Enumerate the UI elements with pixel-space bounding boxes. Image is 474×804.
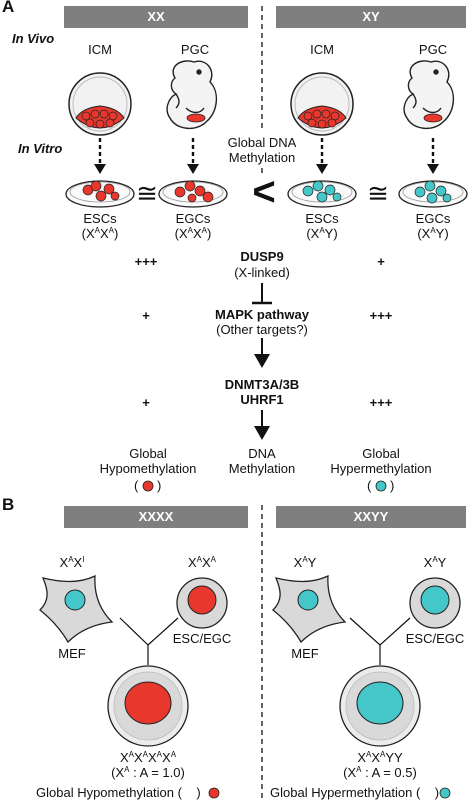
level-left-dusp9: +++: [134, 254, 158, 269]
genotype-egc-xy: (XAY): [417, 226, 449, 241]
outcome-b-left: Global Hypomethylation ( ): [36, 785, 201, 800]
level-right-mapk: +++: [369, 308, 393, 323]
mef-right-label: MEF: [291, 646, 319, 661]
mef-left-label: MEF: [58, 646, 86, 661]
pgc-left-label: PGC: [180, 42, 210, 57]
outcome-left-line2: Hypomethylation: [99, 461, 197, 476]
genotype-egc-xx: (XAXA): [174, 226, 212, 241]
pathway-dnmt: DNMT3A/3B: [224, 377, 300, 392]
fusion-lines-left: [119, 617, 179, 665]
level-left-dnmt: +: [142, 395, 150, 410]
red-dot-icon: [142, 480, 154, 492]
level-right-dusp9: +: [377, 254, 385, 269]
less-than-symbol: <: [252, 170, 276, 214]
cell-label-esc-xx: ESCs: [83, 211, 117, 226]
outcome-right-paren-open: (: [367, 478, 372, 493]
outcome-right-line2: Hypermethylation: [330, 461, 432, 476]
pathway-dusp9: DUSP9: [240, 249, 284, 264]
cyan-dot-b-icon: [439, 787, 451, 799]
mef-left-genotype: XAXI: [59, 555, 85, 570]
icm-right-label: ICM: [310, 42, 334, 57]
esc-right-label: ESC/EGC: [405, 631, 465, 646]
outcome-left-line1: Global: [129, 446, 167, 461]
mef-right-cell-icon: [272, 574, 347, 644]
level-left-mapk: +: [142, 308, 150, 323]
hybrid-right-cell-icon: [339, 665, 421, 747]
esc-left-genotype: XAXA: [187, 555, 217, 570]
hybrid-right-genotype: XAXAYY: [357, 750, 403, 765]
outcome-left-paren-open: (: [134, 478, 139, 493]
dish-esc-xy-icon: [287, 180, 357, 208]
outcome-right-paren-close: ): [390, 478, 395, 493]
level-right-dnmt: +++: [369, 395, 393, 410]
pgc-right-label: PGC: [418, 42, 448, 57]
arrow-dnmt-to-dna: [254, 410, 270, 440]
global-dna-methylation-line1: Global DNA: [227, 135, 297, 150]
outcome-b-right: Global Hypermethylation ( ): [270, 785, 440, 800]
header-xx: XX: [64, 6, 248, 28]
approx-symbol-left: ≅: [136, 178, 158, 208]
mef-left-cell-icon: [39, 574, 114, 644]
hybrid-right-ratio: (XA : A = 0.5): [343, 765, 417, 780]
pathway-dusp9-sub: (X-linked): [234, 265, 290, 280]
header-xxyy: XXYY: [276, 506, 466, 528]
dish-egc-xx-icon: [158, 180, 228, 208]
fusion-lines-right: [349, 617, 411, 665]
dish-egc-xy-icon: [398, 180, 468, 208]
pathway-dna-line2: Methylation: [228, 461, 296, 476]
esc-right-cell-icon: [409, 577, 461, 629]
header-xy: XY: [276, 6, 466, 28]
icm-left-label: ICM: [88, 42, 112, 57]
outcome-left-paren-close: ): [157, 478, 162, 493]
hybrid-left-ratio: (XA : A = 1.0): [111, 765, 185, 780]
cell-label-egc-xy: EGCs: [415, 211, 451, 226]
esc-left-cell-icon: [176, 577, 228, 629]
row-label-in-vivo: In Vivo: [12, 31, 55, 46]
pathway-mapk-sub: (Other targets?): [216, 322, 308, 337]
header-xxxx: XXXX: [64, 506, 248, 528]
icm-right-icon: [290, 72, 354, 136]
esc-right-genotype: XAY: [423, 555, 447, 570]
pathway-dna-line1: DNA: [248, 446, 276, 461]
genotype-esc-xy: (XAY): [306, 226, 338, 241]
arrow-mapk-to-dnmt: [254, 338, 270, 368]
pgc-left-embryo-icon: [166, 60, 217, 129]
genotype-esc-xx: (XAXA): [81, 226, 119, 241]
cell-label-esc-xy: ESCs: [305, 211, 339, 226]
cyan-dot-icon: [375, 480, 387, 492]
outcome-right-line1: Global: [362, 446, 400, 461]
esc-left-label: ESC/EGC: [172, 631, 232, 646]
global-dna-methylation-line2: Methylation: [228, 150, 296, 165]
panel-b-label: B: [2, 495, 15, 514]
approx-symbol-right: ≅: [367, 178, 389, 208]
pathway-uhrf1: UHRF1: [240, 392, 284, 407]
pathway-mapk: MAPK pathway: [215, 307, 309, 322]
hybrid-left-genotype: XAXAXAXA: [119, 750, 177, 765]
dish-esc-xx-icon: [65, 180, 135, 208]
cell-label-egc-xx: EGCs: [175, 211, 211, 226]
mef-right-genotype: XAY: [293, 555, 317, 570]
pgc-right-embryo-icon: [403, 60, 454, 129]
hybrid-left-cell-icon: [107, 665, 189, 747]
red-dot-b-icon: [208, 787, 220, 799]
icm-left-icon: [68, 72, 132, 136]
panel-a-label: A: [2, 0, 15, 16]
row-label-in-vitro: In Vitro: [18, 141, 63, 156]
